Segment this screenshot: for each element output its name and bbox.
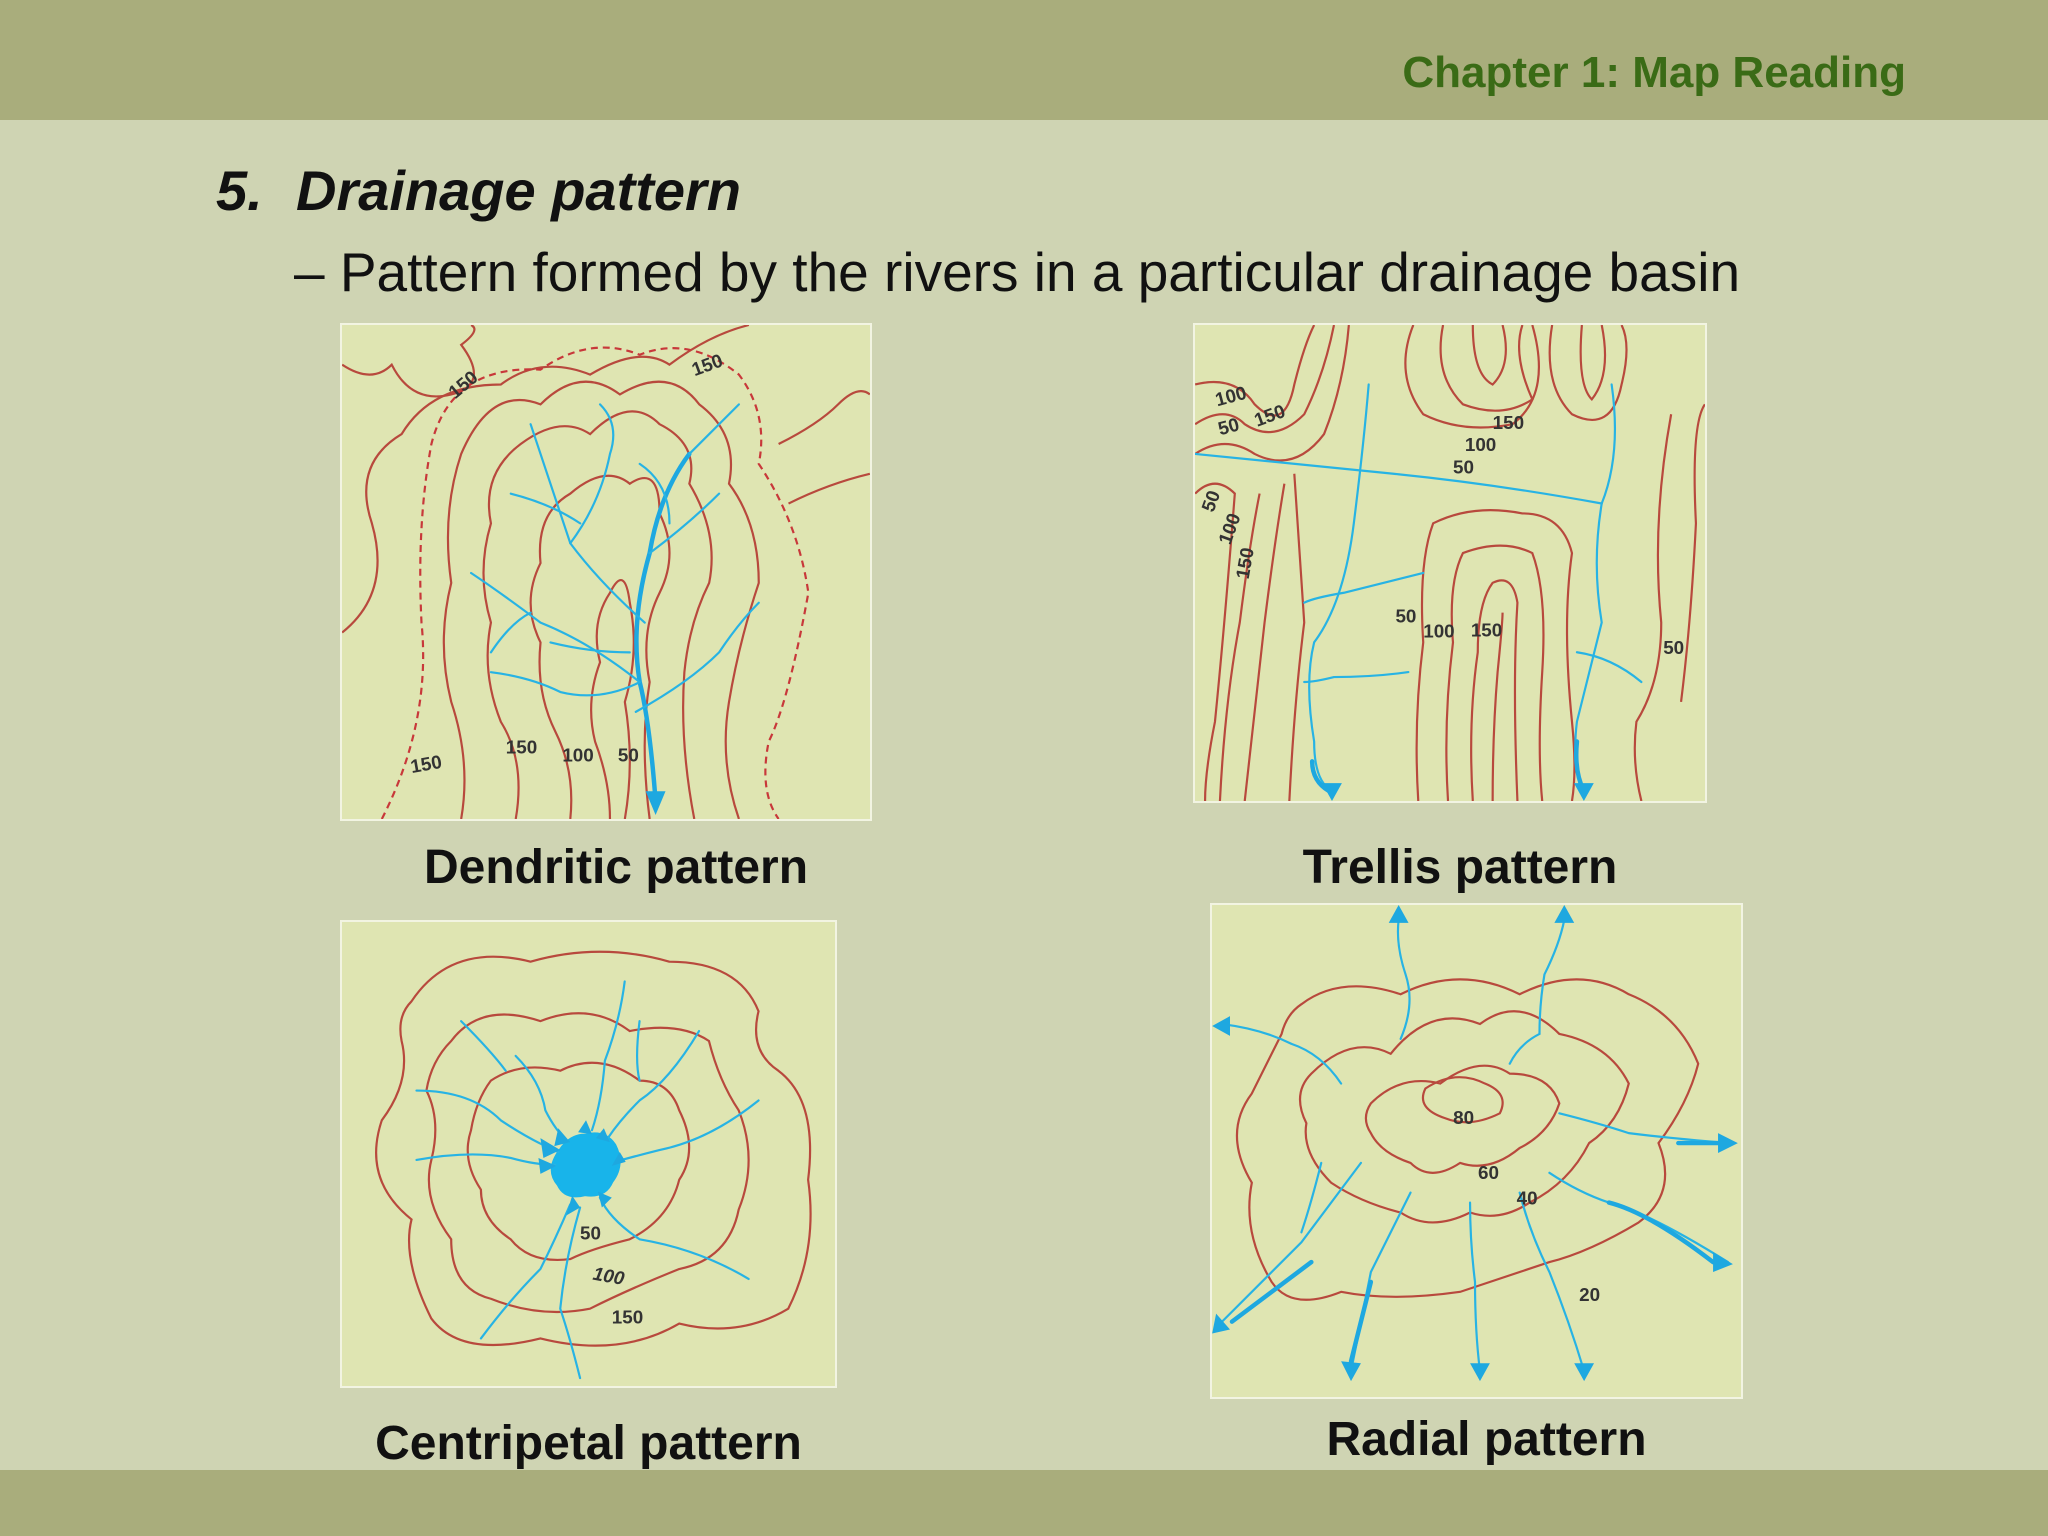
contour-label: 150 bbox=[612, 1307, 643, 1328]
contour-label: 150 bbox=[506, 737, 537, 758]
slide-subheading: – Pattern formed by the rivers in a part… bbox=[294, 241, 1741, 303]
contour-label: 150 bbox=[1232, 546, 1258, 581]
dendritic-map: 150 150 150 150 100 50 bbox=[340, 323, 872, 821]
trellis-map: 100 50 150 150 100 50 50 100 150 50 100 … bbox=[1193, 323, 1707, 803]
radial-map: 80 60 40 20 bbox=[1210, 903, 1743, 1399]
contour-label: 150 bbox=[689, 350, 726, 380]
chapter-title: Chapter 1: Map Reading bbox=[1402, 48, 1906, 97]
heading-number: 5. bbox=[216, 159, 263, 222]
contour-label: 50 bbox=[1663, 637, 1684, 658]
centripetal-map: 50 100 150 bbox=[340, 920, 837, 1388]
contour-label: 80 bbox=[1453, 1107, 1474, 1128]
contour-label: 100 bbox=[1213, 382, 1249, 410]
bottom-bar bbox=[0, 1470, 2048, 1536]
contour-label: 20 bbox=[1579, 1284, 1600, 1305]
radial-caption: Radial pattern bbox=[1326, 1413, 1647, 1466]
contour-label: 150 bbox=[1493, 412, 1524, 433]
contour-label: 150 bbox=[409, 751, 444, 777]
contour-label: 50 bbox=[1453, 457, 1474, 478]
trellis-svg: 100 50 150 150 100 50 50 100 150 50 100 … bbox=[1195, 325, 1705, 801]
contour-label: 40 bbox=[1517, 1188, 1538, 1209]
slide-heading: 5. Drainage pattern bbox=[216, 158, 741, 223]
contour-label: 100 bbox=[591, 1263, 626, 1289]
contour-label: 100 bbox=[562, 744, 593, 765]
contour-label: 50 bbox=[618, 744, 639, 765]
contour-label: 100 bbox=[1465, 434, 1496, 455]
contour-label: 100 bbox=[1423, 620, 1454, 641]
contour-label: 150 bbox=[1251, 400, 1288, 430]
centripetal-svg: 50 100 150 bbox=[375, 950, 812, 1380]
trellis-caption: Trellis pattern bbox=[1302, 841, 1618, 894]
centripetal-caption: Centripetal pattern bbox=[375, 1417, 802, 1470]
contour-label: 150 bbox=[444, 366, 482, 402]
contour-label: 50 bbox=[1197, 488, 1224, 515]
contour-label: 50 bbox=[1395, 606, 1416, 627]
contour-label: 150 bbox=[1471, 619, 1502, 640]
contour-label: 60 bbox=[1478, 1162, 1499, 1183]
contour-label: 100 bbox=[1214, 510, 1244, 547]
radial-svg: 80 60 40 20 bbox=[1212, 905, 1738, 1382]
top-bar bbox=[0, 0, 2048, 120]
contour-label: 50 bbox=[580, 1222, 601, 1243]
heading-title: Drainage pattern bbox=[296, 159, 741, 222]
contour-label: 50 bbox=[1216, 414, 1242, 440]
dendritic-caption: Dendritic pattern bbox=[423, 841, 809, 894]
dendritic-svg: 150 150 150 150 100 50 bbox=[342, 325, 870, 819]
